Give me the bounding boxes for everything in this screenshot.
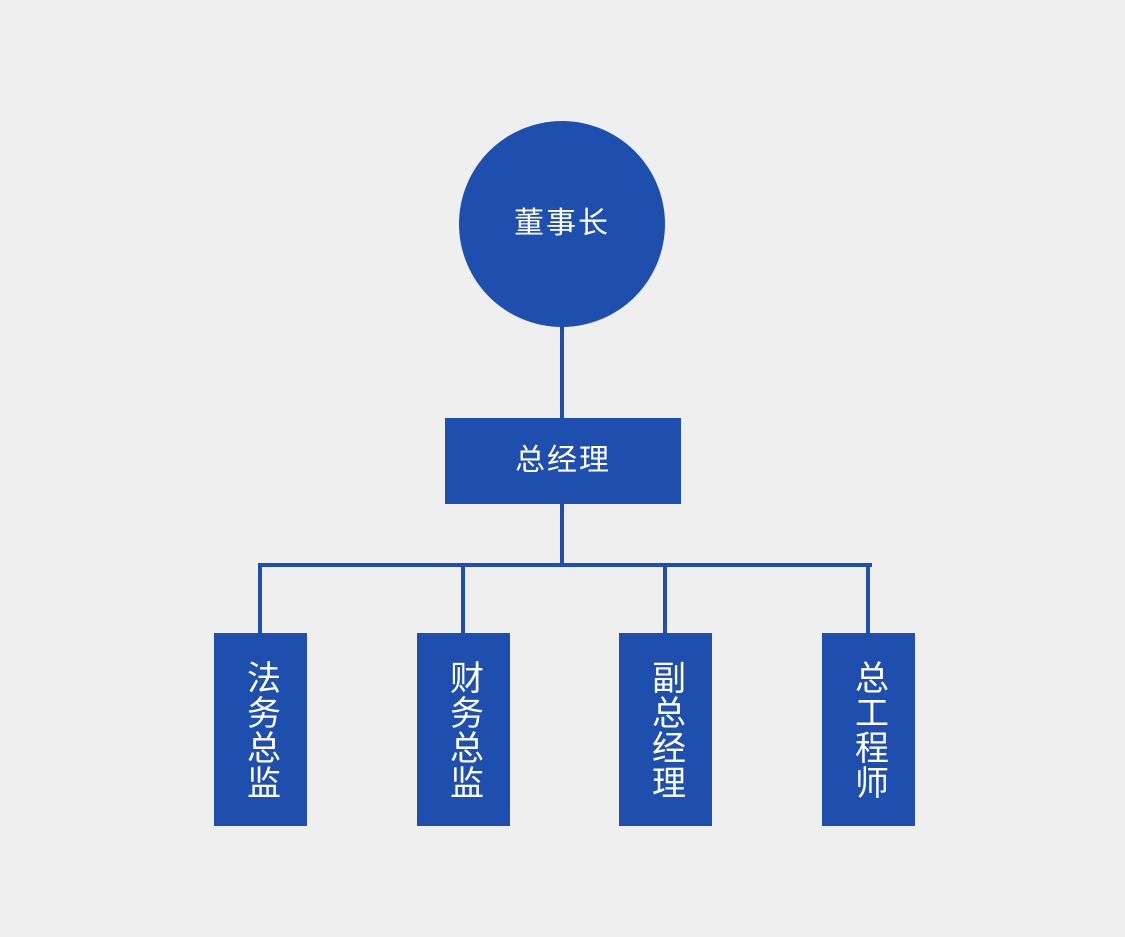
- node-chairman[interactable]: 董事长: [459, 121, 665, 327]
- node-chairman-label: 董事长: [514, 207, 610, 240]
- node-deputy-general-manager-label: 副总经理: [646, 659, 685, 800]
- node-chief-engineer[interactable]: 总工程师: [822, 633, 915, 826]
- connector-gm-to-bus: [560, 500, 564, 567]
- node-finance-director-label: 财务总监: [444, 659, 483, 800]
- node-legal-director-label: 法务总监: [241, 659, 280, 800]
- node-finance-director[interactable]: 财务总监: [417, 633, 510, 826]
- node-deputy-general-manager[interactable]: 副总经理: [619, 633, 712, 826]
- connector-drop-finance: [461, 563, 465, 635]
- node-general-manager-label: 总经理: [515, 444, 611, 477]
- node-chief-engineer-label: 总工程师: [849, 659, 888, 800]
- node-legal-director[interactable]: 法务总监: [214, 633, 307, 826]
- node-general-manager[interactable]: 总经理: [445, 418, 681, 504]
- connector-horizontal-bus: [259, 563, 872, 567]
- connector-drop-engineer: [866, 563, 870, 635]
- connector-drop-deputy-gm: [663, 563, 667, 635]
- connector-drop-legal: [258, 563, 262, 635]
